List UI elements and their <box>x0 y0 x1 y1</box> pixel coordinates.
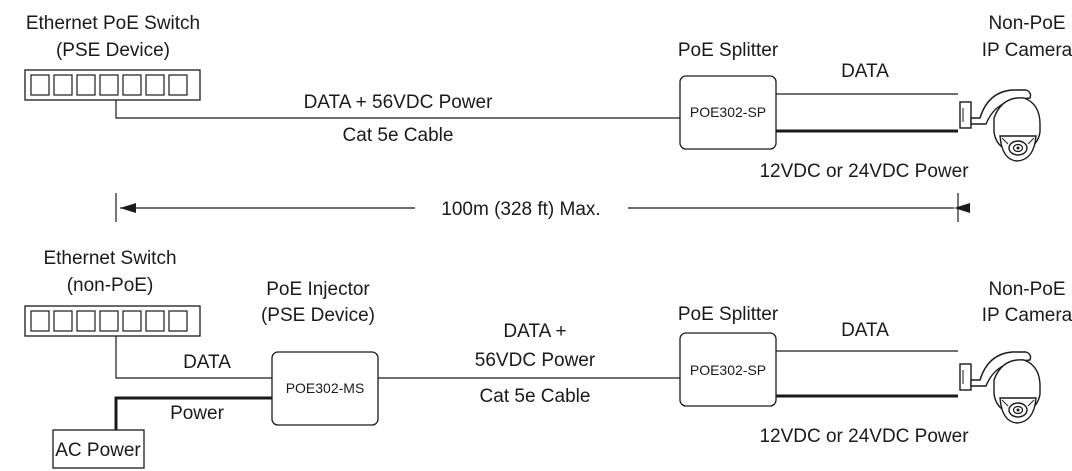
bottom-switch-data-label: DATA <box>183 352 231 373</box>
injector-title-line2: (PSE Device) <box>261 305 375 326</box>
top-power-label: 12VDC or 24VDC Power <box>759 161 969 182</box>
injector-model: POE302-MS <box>286 380 365 396</box>
bottom-switch-title-line2: (non-PoE) <box>67 275 154 296</box>
top-splitter-box <box>679 75 777 150</box>
top-cat5e-cable <box>115 100 680 119</box>
top-switch-title-line2: (PSE Device) <box>56 40 170 61</box>
top-splitter-title: PoE Splitter <box>678 40 779 61</box>
bottom-ac-power-line <box>114 396 272 430</box>
top-switch-title-line1: Ethernet PoE Switch <box>26 13 200 34</box>
bottom-camera-title-line1: Non-PoE <box>988 279 1065 300</box>
bottom-diagram: Ethernet Switch (non-PoE) DATA Power AC … <box>24 248 1072 469</box>
bottom-cable-data-label-line2: 56VDC Power <box>475 350 596 371</box>
top-camera-title-line1: Non-PoE <box>988 13 1065 34</box>
bottom-switch-data-line <box>115 336 272 379</box>
bottom-switch-power-label: Power <box>170 403 225 424</box>
dome-camera-icon <box>959 351 1041 424</box>
top-cable-data-label: DATA + 56VDC Power <box>304 92 494 113</box>
bottom-switch-title-line1: Ethernet Switch <box>43 248 176 269</box>
dome-camera-icon <box>959 89 1041 162</box>
distance-label: 100m (328 ft) Max. <box>441 199 600 220</box>
bottom-data-label: DATA <box>841 320 889 341</box>
top-splitter-model: POE302-SP <box>690 104 766 120</box>
top-cable-type-label: Cat 5e Cable <box>343 125 454 146</box>
switch-ports-icon <box>24 305 201 337</box>
bottom-splitter-box <box>679 332 777 407</box>
ac-power-box <box>52 429 145 469</box>
bottom-splitter-title: PoE Splitter <box>678 304 779 325</box>
distance-indicator: 100m (328 ft) Max. <box>115 193 970 222</box>
injector-box <box>271 351 379 426</box>
injector-title-line1: PoE Injector <box>266 279 370 300</box>
top-diagram: Ethernet PoE Switch (PSE Device) DATA + … <box>24 13 1072 182</box>
bottom-camera-title-line2: IP Camera <box>982 305 1072 326</box>
top-data-label: DATA <box>841 61 889 82</box>
switch-ports-icon <box>24 69 201 101</box>
bottom-cable-type-label: Cat 5e Cable <box>480 386 591 407</box>
bottom-power-label: 12VDC or 24VDC Power <box>759 426 969 447</box>
bottom-splitter-model: POE302-SP <box>690 362 766 378</box>
ac-power-label: AC Power <box>55 440 141 461</box>
top-camera-title-line2: IP Camera <box>982 40 1072 61</box>
bottom-cable-data-label-line1: DATA + <box>503 321 566 342</box>
